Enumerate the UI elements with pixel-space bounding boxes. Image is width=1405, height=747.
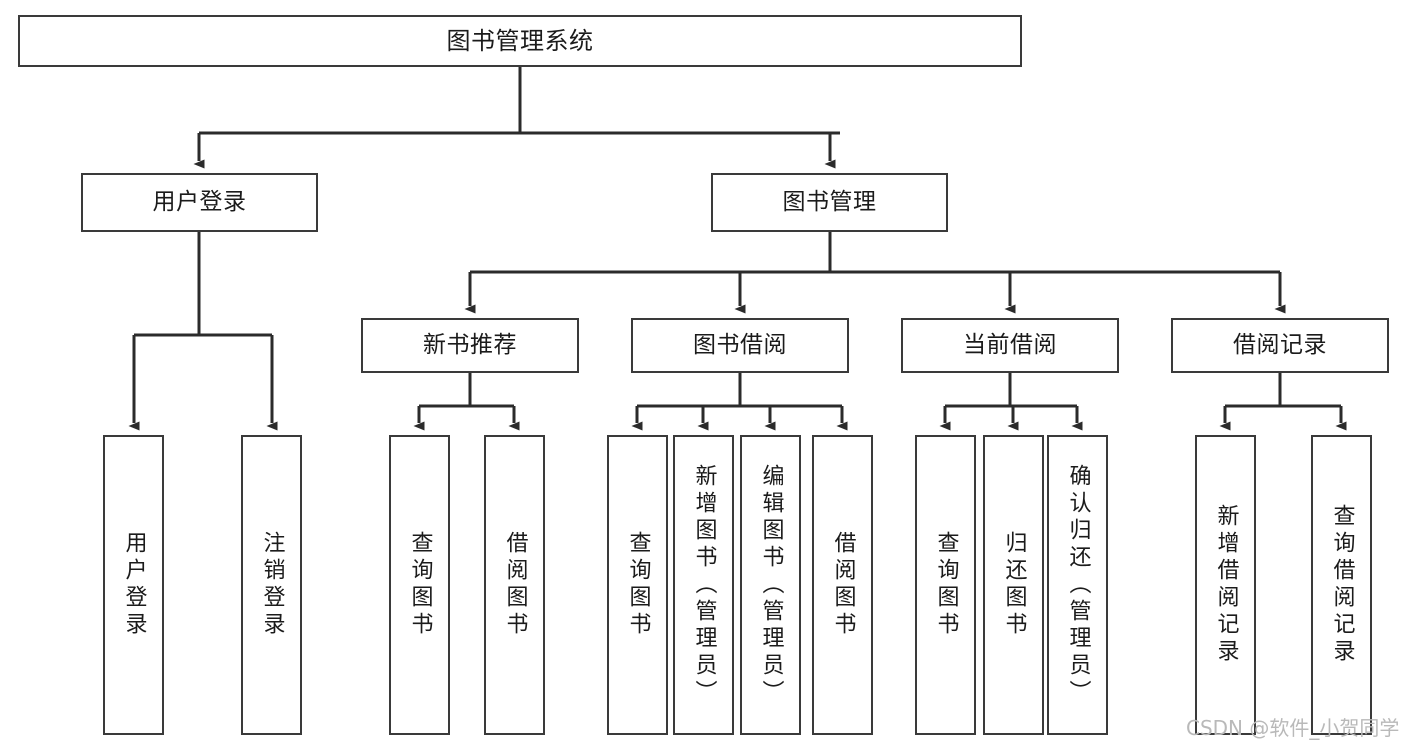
node-leaf-edit-book[interactable]: 编辑图书（管理员） <box>740 435 801 735</box>
node-borrow-record-label: 借阅记录 <box>1233 331 1327 358</box>
node-user-login-label: 用户登录 <box>152 188 247 215</box>
node-leaf-confirm-return[interactable]: 确认归还（管理员） <box>1047 435 1108 735</box>
node-book-borrow-label: 图书借阅 <box>693 331 787 358</box>
watermark-text: CSDN @软件_小贺同学 <box>1186 716 1400 740</box>
node-root-label: 图书管理系统 <box>446 26 594 55</box>
node-leaf-add-record[interactable]: 新增借阅记录 <box>1195 435 1256 735</box>
node-new-book-recommend[interactable]: 新书推荐 <box>361 318 579 373</box>
node-leaf-logout[interactable]: 注销登录 <box>241 435 302 735</box>
node-borrow-record[interactable]: 借阅记录 <box>1171 318 1389 373</box>
node-leaf-borrow-book-1-label: 借阅图书 <box>502 531 528 639</box>
node-leaf-query-book-3-label: 查询图书 <box>933 531 959 639</box>
node-book-manage-label: 图书管理 <box>782 188 877 215</box>
node-new-book-recommend-label: 新书推荐 <box>423 331 517 358</box>
node-current-borrow[interactable]: 当前借阅 <box>901 318 1119 373</box>
node-leaf-edit-book-label: 编辑图书（管理员） <box>758 463 784 707</box>
node-book-manage[interactable]: 图书管理 <box>711 173 948 232</box>
node-leaf-confirm-return-label: 确认归还（管理员） <box>1065 463 1091 707</box>
node-leaf-query-book-3[interactable]: 查询图书 <box>915 435 976 735</box>
node-current-borrow-label: 当前借阅 <box>963 331 1057 358</box>
node-leaf-user-login-label: 用户登录 <box>121 531 147 639</box>
node-leaf-query-book-1-label: 查询图书 <box>407 531 433 639</box>
node-leaf-query-record-label: 查询借阅记录 <box>1329 504 1355 666</box>
node-book-borrow[interactable]: 图书借阅 <box>631 318 849 373</box>
node-leaf-query-book-2[interactable]: 查询图书 <box>607 435 668 735</box>
node-leaf-query-record[interactable]: 查询借阅记录 <box>1311 435 1372 735</box>
node-user-login[interactable]: 用户登录 <box>81 173 318 232</box>
node-leaf-logout-label: 注销登录 <box>259 531 285 639</box>
node-leaf-query-book-2-label: 查询图书 <box>625 531 651 639</box>
node-leaf-borrow-book-2[interactable]: 借阅图书 <box>812 435 873 735</box>
node-leaf-borrow-book-2-label: 借阅图书 <box>830 531 856 639</box>
node-leaf-borrow-book-1[interactable]: 借阅图书 <box>484 435 545 735</box>
node-leaf-add-record-label: 新增借阅记录 <box>1213 504 1239 666</box>
node-leaf-user-login[interactable]: 用户登录 <box>103 435 164 735</box>
node-leaf-return-book[interactable]: 归还图书 <box>983 435 1044 735</box>
node-leaf-return-book-label: 归还图书 <box>1001 531 1027 639</box>
node-leaf-query-book-1[interactable]: 查询图书 <box>389 435 450 735</box>
node-leaf-add-book-label: 新增图书（管理员） <box>691 463 717 707</box>
node-root[interactable]: 图书管理系统 <box>18 15 1022 67</box>
node-leaf-add-book[interactable]: 新增图书（管理员） <box>673 435 734 735</box>
